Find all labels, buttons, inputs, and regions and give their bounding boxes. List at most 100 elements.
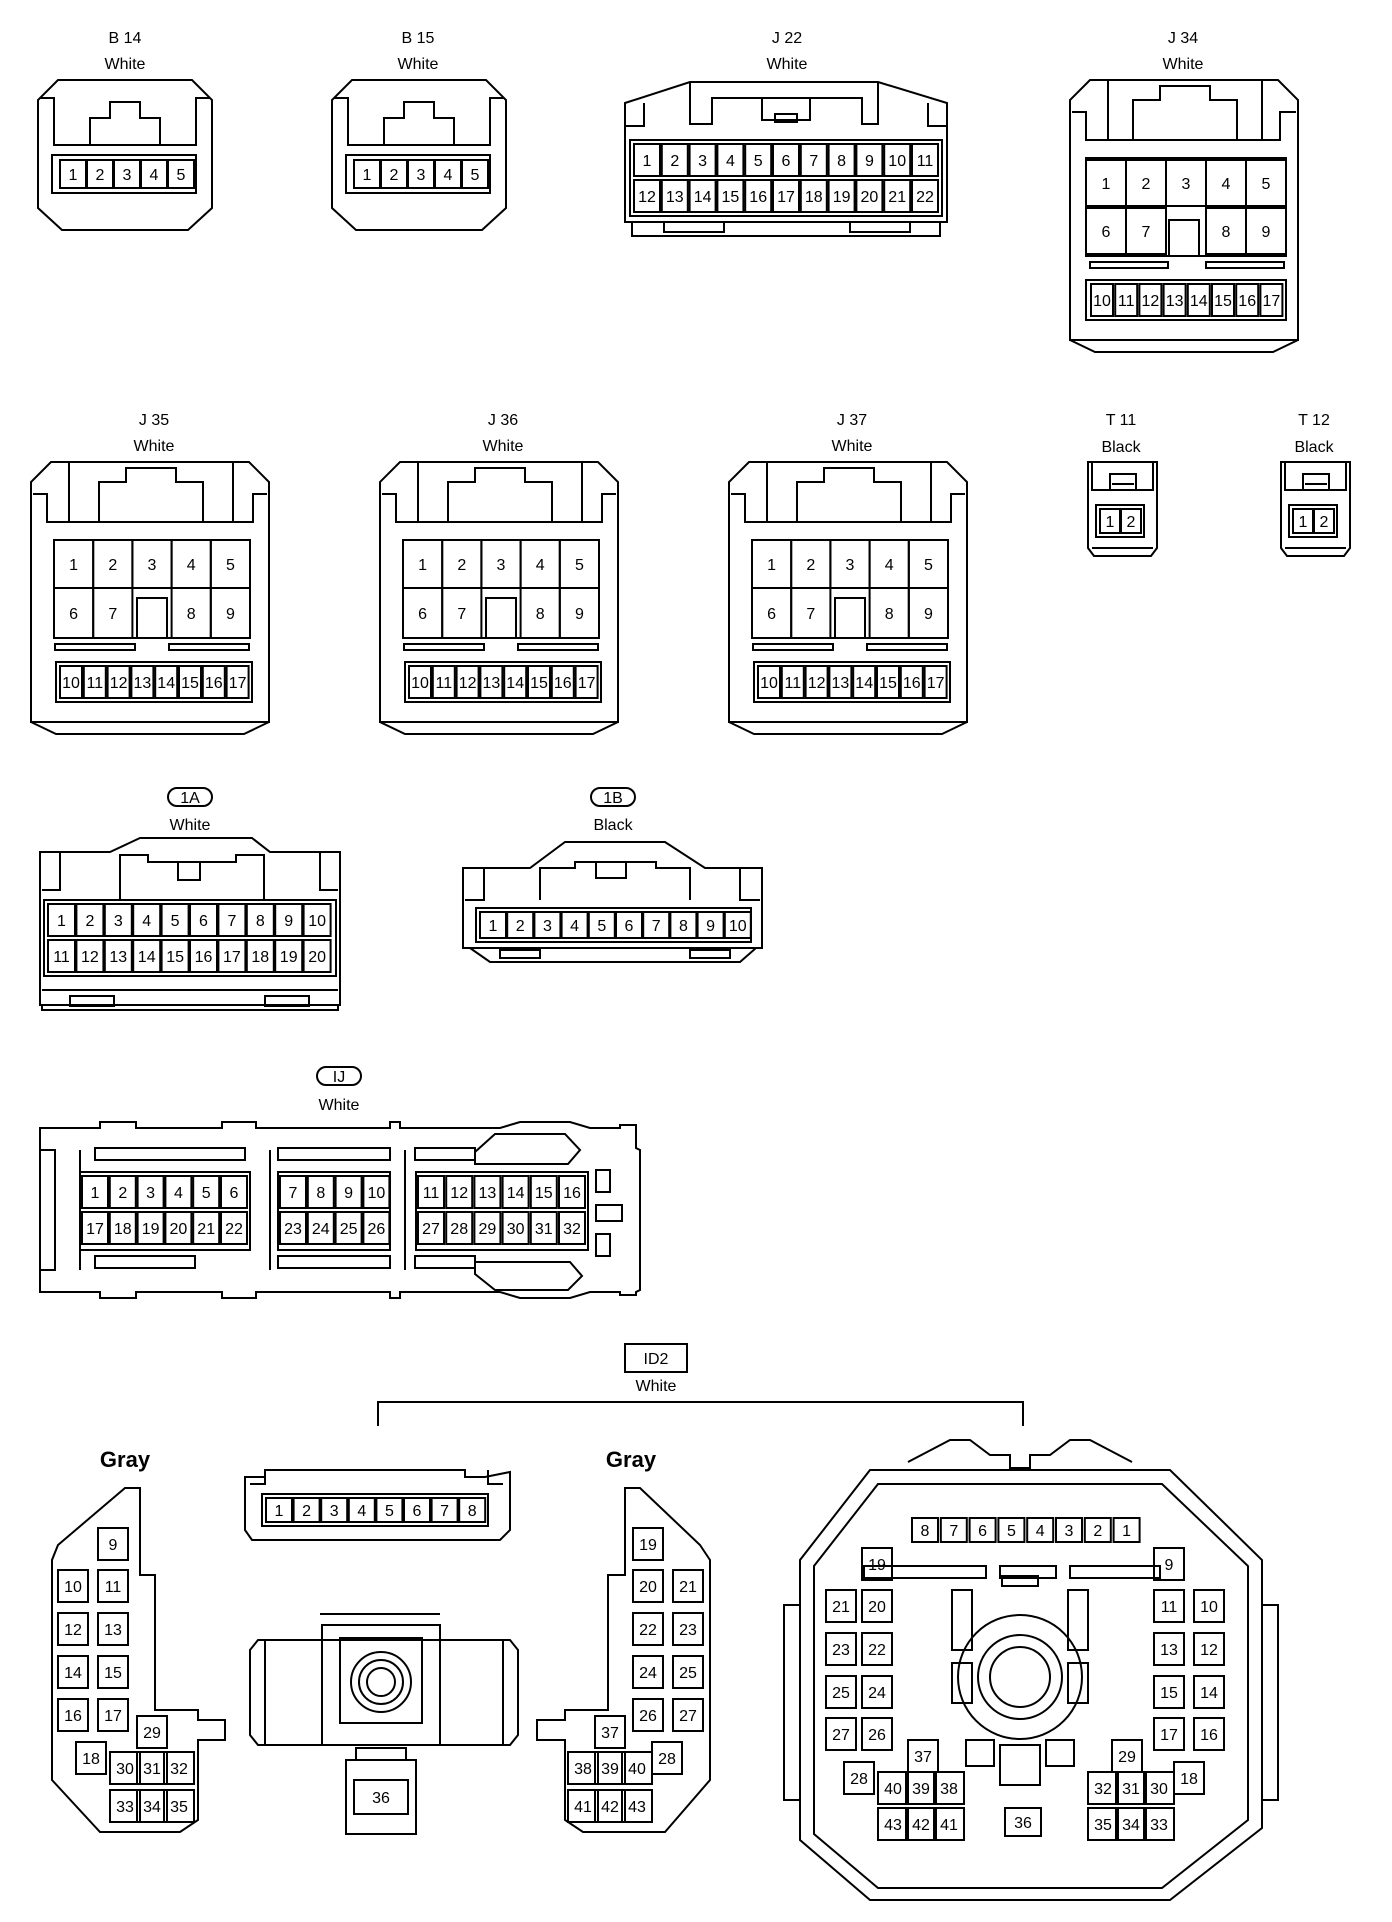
pin-label: 22 [225,1221,243,1238]
pin-label: 10 [62,675,80,692]
pin-label: 22 [868,1642,886,1659]
pin-cell [723,911,752,939]
pin-label: 20 [170,1221,188,1238]
pin-label: 10 [368,1185,386,1202]
pin-cell [744,143,773,177]
pin-cell [130,665,155,699]
pin-label: 20 [861,189,879,206]
pin-cell [1125,207,1167,255]
pin-label: 8 [187,606,196,623]
pin-label: 16 [64,1708,82,1725]
pin-cell [108,1175,137,1209]
pin-label: 6 [978,1523,987,1540]
pin-cell [57,1569,89,1603]
pin-label: 7 [1142,224,1151,241]
pin-label: 8 [468,1503,477,1520]
pin-label: 1 [643,153,652,170]
pin-label: 32 [1094,1781,1112,1798]
pin-cell [403,1497,431,1523]
pin-label: 2 [1142,176,1151,193]
pin-cell [574,665,599,699]
pin-cell [672,1612,704,1646]
pin-label: 11 [53,949,70,966]
pin-cell [97,1655,129,1689]
pin-cell [825,1632,857,1666]
pin-cell [57,1612,89,1646]
pin-label: 36 [372,1790,390,1807]
pin-label: 1 [1299,514,1308,531]
pin-label: 1 [418,557,427,574]
pin-label: 12 [1200,1642,1218,1659]
pin-cell [217,939,247,973]
pin-label: 24 [639,1665,657,1682]
connector-color: White [319,1097,360,1114]
pin-label: 26 [868,1727,886,1744]
pin-cell [302,939,332,973]
pin-cell [1186,283,1211,317]
pin-label: 38 [574,1761,592,1778]
pin-cell [933,1807,965,1841]
pin-cell [529,1211,558,1245]
pin-label: 12 [808,675,826,692]
pin-cell [1193,1589,1225,1623]
pin-label: 14 [506,675,524,692]
pin-cell [59,665,83,699]
pin-label: 8 [921,1523,930,1540]
pin-cell [245,939,275,973]
pin-cell [192,1175,221,1209]
pin-label: 29 [143,1725,161,1742]
connector-color: White [398,56,439,73]
pin-cell [861,1632,893,1666]
pin-cell [939,1517,968,1543]
pin-label: 11 [784,675,801,692]
pin-cell [633,179,661,213]
pin-cell [362,1211,391,1245]
pin-label: 9 [706,918,715,935]
pin-label: 32 [563,1221,581,1238]
pin-cell [479,665,504,699]
pin-cell [852,665,877,699]
pin-label: 7 [440,1503,449,1520]
pin-cell [790,587,832,639]
pin-label: 39 [912,1781,930,1798]
pin-label: 28 [850,1771,868,1788]
pin-label: 15 [181,675,199,692]
pin-cell [669,911,698,939]
pin-label: 6 [782,153,791,170]
pin-label: 10 [888,153,906,170]
pin-label: 7 [227,913,236,930]
pin-label: 4 [444,167,453,184]
pin-cell [97,1698,129,1732]
pin-cell [306,1175,335,1209]
pin-label: 1 [1122,1523,1131,1540]
pin-cell [696,911,725,939]
pin-label: 30 [1150,1781,1168,1798]
pin-cell [347,1497,376,1523]
pin-label: 18 [805,189,823,206]
pin-label: 38 [940,1781,958,1798]
pin-label: 16 [195,949,213,966]
pin-label: 19 [639,1537,657,1554]
pin-cell [633,143,661,177]
pin-label: 21 [888,189,906,206]
pin-cell [660,179,689,213]
pin-label: 9 [865,153,874,170]
pin-cell [1026,1517,1055,1543]
pin-cell [132,939,162,973]
pin-cell [75,1741,107,1775]
pin-label: 2 [108,557,117,574]
pin-label: 8 [536,606,545,623]
pin-label: 5 [575,557,584,574]
pin-cell [506,911,535,939]
pin-cell [217,903,247,937]
pin-cell [899,665,924,699]
pin-cell [533,911,562,939]
pin-cell [292,1497,321,1523]
